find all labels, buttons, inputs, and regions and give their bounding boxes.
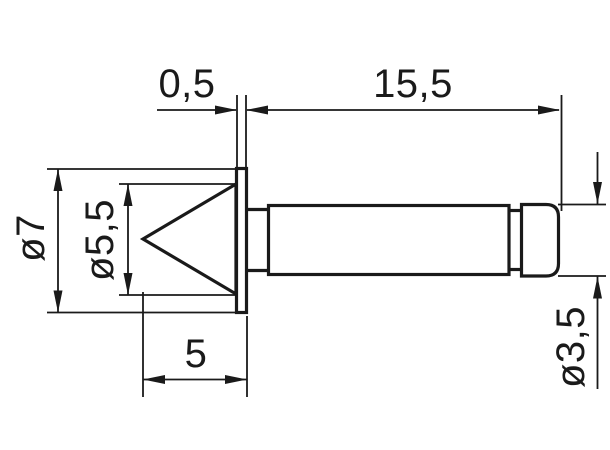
stem-outline xyxy=(266,203,511,277)
arrowhead-down-icon xyxy=(593,182,602,204)
dimension-label-flange-diameter: ø7 xyxy=(9,214,53,262)
arrowhead-down-icon xyxy=(123,273,133,295)
dimension-stem-length: 15,5 xyxy=(246,62,563,211)
dimension-flange-thickness: 0,5 xyxy=(157,62,247,168)
dimension-cone-length: 5 xyxy=(142,292,248,397)
arrowhead-left-icon xyxy=(246,105,268,115)
dimension-label-cone-diameter: ø5,5 xyxy=(78,199,122,281)
arrowhead-up-icon xyxy=(53,169,63,191)
arrowhead-right-icon xyxy=(215,105,237,115)
dimension-tip-end-diameter: ø3,5 xyxy=(549,152,606,389)
dimension-label-tip-end-diameter: ø3,5 xyxy=(549,306,593,388)
dimension-cone-diameter: ø5,5 xyxy=(78,183,236,296)
arrowhead-down-icon xyxy=(53,290,63,313)
arrowhead-right-icon xyxy=(225,375,247,384)
cone-tip-outline xyxy=(139,181,238,297)
arrowhead-left-icon xyxy=(143,375,165,384)
arrowhead-up-icon xyxy=(123,184,133,206)
flange-outline xyxy=(234,166,249,315)
arrowhead-right-icon xyxy=(538,105,560,115)
dimension-label-stem-length: 15,5 xyxy=(373,62,453,106)
part-outline xyxy=(139,166,561,315)
arrowhead-up-icon xyxy=(593,276,602,299)
end-cap-outline xyxy=(519,202,561,278)
dimension-label-cone-length: 5 xyxy=(185,332,208,376)
dimension-label-flange-thickness: 0,5 xyxy=(158,62,215,106)
dimension-flange-diameter: ø7 xyxy=(9,168,236,314)
